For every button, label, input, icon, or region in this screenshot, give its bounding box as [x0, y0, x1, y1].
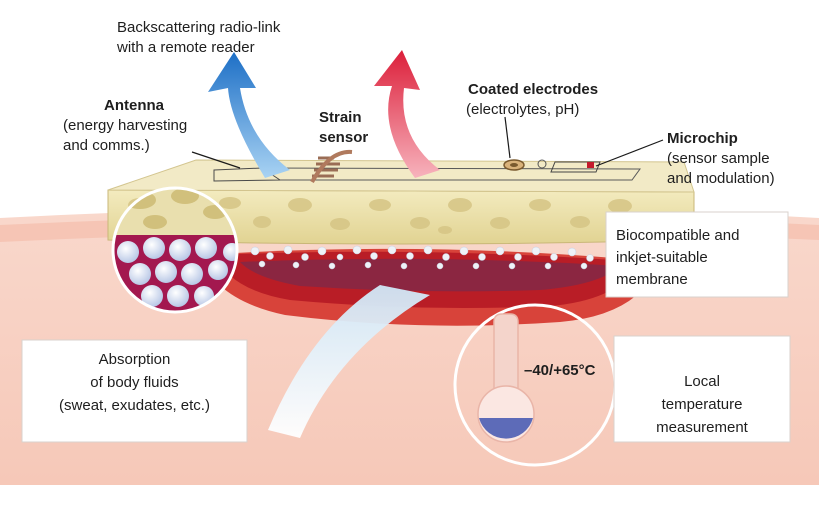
temperature-label-line1: Local: [684, 373, 720, 390]
microchip-title: Microchip: [667, 130, 738, 147]
absorption-box: [21, 339, 248, 443]
circuit-trace: [261, 167, 641, 181]
chip-outline: [550, 161, 601, 173]
membrane-top: [107, 159, 695, 193]
magnifier-circle: [111, 186, 239, 314]
temperature-box: [613, 335, 791, 443]
coated-electrodes-detail: (electrolytes, pH): [466, 101, 580, 118]
strain-sensor-label-line1: Strain: [319, 109, 362, 126]
temperature-label-line2: temperature: [661, 396, 743, 413]
microchip-detail-line1: (sensor sample: [667, 150, 770, 167]
membrane-label-line2: inkjet-suitable: [616, 249, 708, 266]
red-radio-arrow: [374, 50, 440, 178]
fluid-droplets: [250, 245, 594, 270]
microchip-detail-line2: and modulation): [667, 170, 775, 187]
membrane-label-line3: membrane: [616, 271, 688, 288]
absorption-label-line1: Absorption: [98, 351, 171, 368]
temperature-range-label: –40/+65°C: [524, 362, 596, 379]
antenna-detail-line2: and comms.): [63, 137, 150, 154]
absorption-label-line3: (sweat, exudates, etc.): [59, 397, 210, 414]
membrane-box: [605, 211, 789, 298]
fluid-stream: [268, 285, 430, 438]
absorption-label-line2: of body fluids: [90, 374, 179, 391]
strain-sensor-icon: [312, 156, 340, 178]
thermometer-tube: [493, 313, 519, 393]
temperature-label-line3: measurement: [656, 419, 748, 436]
blue-radio-arrow: [208, 52, 290, 178]
microchip-icon: [587, 162, 594, 168]
thermometer-fill: [479, 418, 533, 439]
antenna-detail-line1: (energy harvesting: [63, 117, 188, 134]
membrane-label-line1: Biocompatible and: [616, 227, 740, 244]
antenna-title: Antenna: [104, 97, 164, 114]
radio-link-label-line2: with a remote reader: [117, 39, 255, 56]
strain-sensor-label-line2: sensor: [319, 129, 369, 146]
coated-electrodes-title: Coated electrodes: [468, 81, 599, 98]
radio-link-label-line1: Backscattering radio-link: [117, 19, 281, 36]
